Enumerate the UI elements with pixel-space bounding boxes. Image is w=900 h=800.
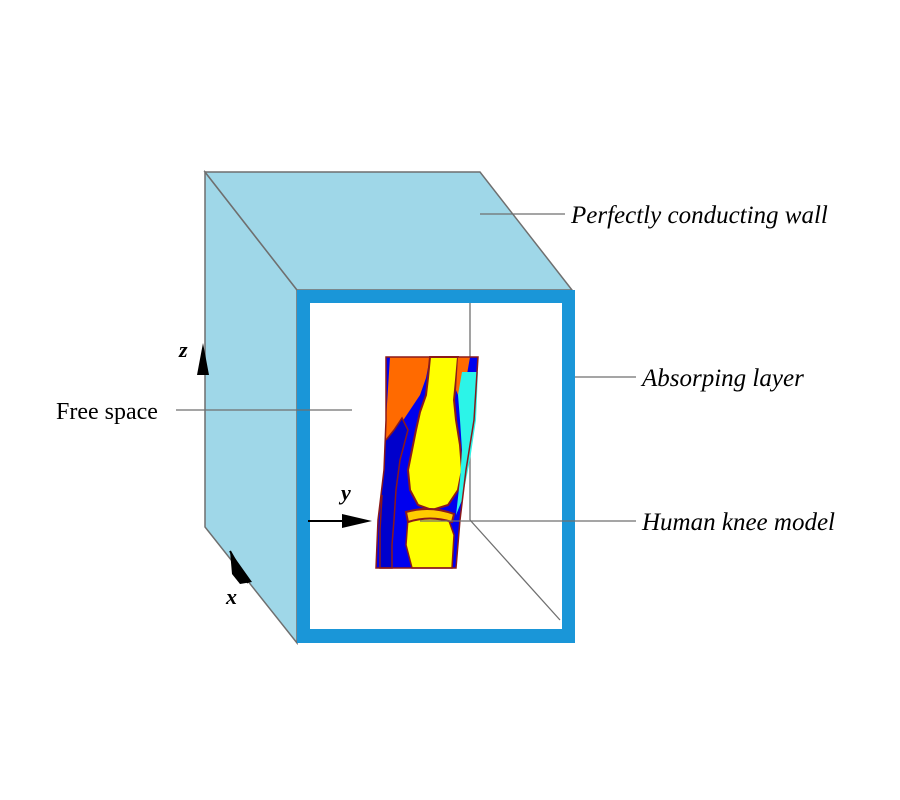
knee-label: Human knee model <box>641 509 835 536</box>
z-axis-arrow <box>197 343 209 375</box>
absorbing-label: Absorping layer <box>640 365 804 392</box>
z-axis: z <box>178 337 209 375</box>
y-axis: y <box>308 480 372 528</box>
knee-skin-left <box>379 416 409 569</box>
knee-cyan-region <box>456 372 478 515</box>
knee-joint <box>404 508 456 524</box>
knee-model <box>375 356 479 569</box>
leader-lines <box>176 213 636 522</box>
y-axis-label: y <box>338 480 351 505</box>
x-axis-label: x <box>225 584 237 609</box>
z-axis-label: z <box>178 337 188 362</box>
y-axis-arrow <box>342 514 372 528</box>
x-axis: x <box>225 550 252 609</box>
wall-label: Perfectly conducting wall <box>570 202 828 229</box>
knee-outline <box>375 356 479 569</box>
free-space-label: Free space <box>56 399 158 425</box>
knee-tibia-yellow <box>405 514 455 569</box>
